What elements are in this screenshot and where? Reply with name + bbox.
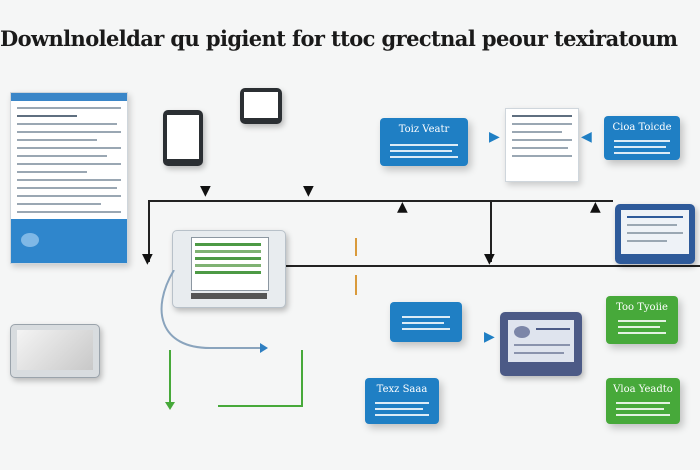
mid-connector [278, 265, 700, 267]
card-blue-mid [390, 302, 462, 342]
green-flow [165, 350, 303, 410]
curved-flow [160, 270, 268, 353]
bottom-left-device [10, 324, 100, 378]
up-arrow-icon: ▲ [397, 199, 408, 215]
right-arrow-icon: ▶ [484, 329, 495, 345]
right-document [505, 108, 579, 182]
left-document [10, 92, 128, 264]
right-arrow-icon: ▶ [489, 129, 500, 145]
card-too-tyoiie: Too Tyoiie [606, 296, 678, 344]
center-vertical-connector [490, 200, 492, 262]
left-arrow-icon: ◀ [581, 129, 592, 145]
orange-dash [355, 275, 357, 295]
right-screen [615, 204, 695, 264]
tablet-device [163, 110, 203, 166]
card-cioa-toicde: Cioa Toicde [604, 116, 680, 160]
center-right-screen [500, 312, 582, 376]
top-connector [148, 200, 613, 202]
monitor-device [240, 88, 282, 124]
up-arrow-icon: ▲ [590, 199, 601, 215]
down-arrow-icon: ▼ [484, 251, 495, 267]
card-vloa-yeadto: Vloa Yeadto [606, 378, 680, 424]
card-toiz-veatr: Toiz Veatr [380, 118, 468, 166]
left-vertical-connector [148, 200, 150, 262]
diagram-title: Downlnoleldar qu pigient for ttoc grectn… [0, 26, 678, 51]
down-arrow-icon: ▼ [142, 251, 153, 267]
card-texz-saaa: Texz Saaa [365, 378, 439, 424]
central-screen [172, 230, 286, 308]
down-arrow-icon: ▼ [200, 183, 211, 199]
down-arrow-icon: ▼ [303, 183, 314, 199]
orange-dash [355, 238, 357, 256]
